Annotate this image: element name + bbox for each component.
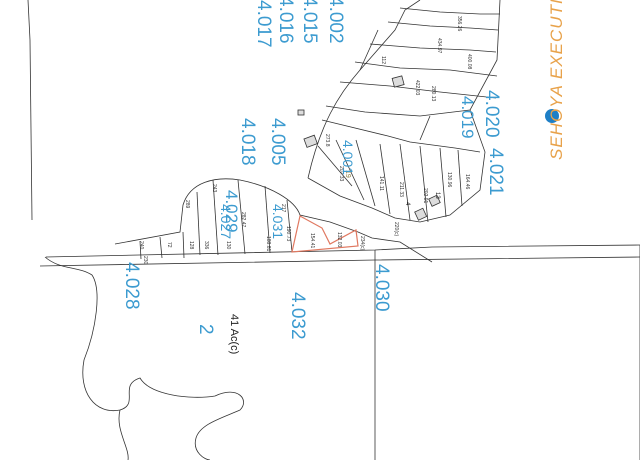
parcel-id-4002: 4.002 [325,0,346,44]
parcel-id-4001: 4.001 [340,140,356,175]
lot-number: 4 [404,202,410,206]
dimension-labels: 240 72 230 128 336 130 188.81 282.47 243… [138,16,472,265]
dim-label: 130 [225,241,231,250]
parcel-id-4028: 4.028 [121,262,142,310]
parcel-id-4018: 4.018 [237,118,258,166]
parcel-id-4021: 4.021 [485,148,506,196]
dim-label: 207.33 [338,166,344,182]
pond-icon [545,109,559,123]
acreage-label: 41 Ac(c) [228,314,240,354]
dim-label: 188.81 [265,236,271,252]
dim-label: 434.97 [436,38,442,54]
building-footprints [297,75,441,221]
dim-label: 220(c) [393,222,399,237]
parcel-id-4029: 4.029 [222,190,241,233]
dim-label: 422.03 [414,80,420,96]
dim-label: 132.03 [336,232,342,248]
dim-label: 282.47 [240,212,246,228]
dim-label: 336 [203,241,209,250]
parcel-id-4031: 4.031 [270,204,286,239]
lot-number: 13 [434,192,440,199]
parcel-id-labels: 4.028 4.032 4.030 4.027 4.029 4.031 4.01… [121,0,506,340]
dim-label: 240 [138,241,144,250]
parcel-id-4027: 4.027 [218,204,234,239]
stream-lower [118,409,129,460]
parcel-id-4030: 4.030 [371,264,392,312]
dim-label: 273.8 [324,134,330,147]
parcel-id-4032: 4.032 [287,292,308,340]
sehoya-watermark: SEHOYA EXECUTI [547,0,566,160]
dim-label: 217 [280,204,286,213]
parcel-id-4020: 4.020 [481,90,502,138]
dim-label: 154.41 [309,233,315,249]
dim-label: 202.91 [422,188,428,204]
dim-label: 289 [184,200,190,209]
dim-label: 400.08 [466,54,472,70]
dim-label: 141.11 [378,176,384,191]
parcels-upper-left [114,178,433,263]
stream-boundary [44,256,244,460]
dim-label: 164.46 [464,174,470,190]
parcel-id-4015: 4.015 [299,0,320,44]
dim-label: 112 [380,56,386,64]
dim-label: 280.13 [430,86,436,102]
dim-label: 211.33 [398,182,404,197]
lot-number-label: 2 [195,324,216,335]
parcel-id-4019: 4.019 [458,96,477,139]
subject-parcel[interactable] [291,215,359,253]
dim-label: 72 [166,242,172,248]
dim-label: 130.96 [446,172,452,188]
dim-label: 190.73 [285,226,291,242]
lot-number: 19 [344,170,351,178]
dim-label: 234(c) [359,236,365,251]
parcels-fan [307,0,501,223]
dim-label: 243 [211,184,217,193]
dim-label: 128 [188,241,194,250]
division-lines [27,0,640,460]
dim-label: 356.26 [456,16,462,32]
parcel-id-4017: 4.017 [253,0,274,48]
dim-label: 230 [142,256,148,265]
parcel-id-4016: 4.016 [275,0,296,44]
parcel-id-4005: 4.005 [267,118,288,166]
